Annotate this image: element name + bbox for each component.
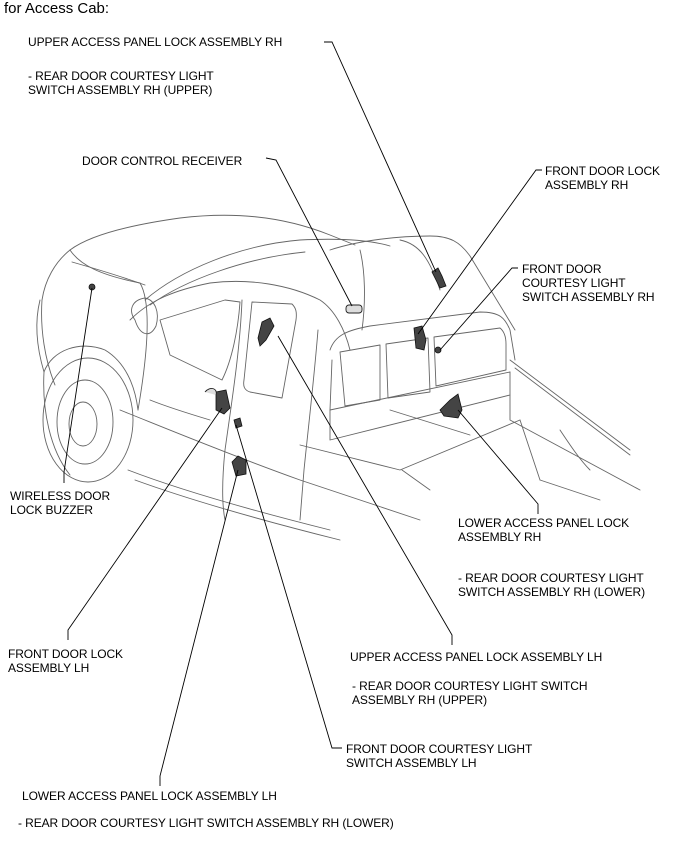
- label-lower-access-panel-lock-lh: LOWER ACCESS PANEL LOCK ASSEMBLY LH: [22, 789, 277, 803]
- leader-courtesy-switch-rh: [439, 267, 518, 351]
- leader-front-door-lock-rh: [417, 169, 542, 335]
- courtesy-switch-rh-part: [434, 346, 442, 354]
- note-upper-access-panel-lock-lh: - REAR DOOR COURTESY LIGHT SWITCH ASSEMB…: [352, 679, 588, 707]
- leader-lower-access-lock-rh: [457, 409, 539, 514]
- label-door-control-receiver: DOOR CONTROL RECEIVER: [82, 154, 243, 168]
- upper-access-lock-lh-part: [257, 317, 275, 347]
- truck-body: [36, 214, 641, 541]
- leader-lower-access-lock-lh: [159, 469, 239, 786]
- door-control-receiver-part: [345, 304, 363, 314]
- leader-upper-access-lock-rh: [324, 41, 437, 273]
- leader-upper-access-lock-lh: [277, 335, 453, 645]
- label-lower-access-panel-lock-rh: LOWER ACCESS PANEL LOCK ASSEMBLY RH: [458, 516, 630, 544]
- parts: [88, 267, 463, 477]
- leader-courtesy-switch-lh: [235, 424, 342, 749]
- lower-access-lock-lh-part: [231, 455, 247, 477]
- leader-door-control-receiver: [265, 157, 353, 307]
- leader-front-door-lock-lh: [67, 407, 223, 640]
- note-lower-access-panel-lock-rh: - REAR DOOR COURTESY LIGHT SWITCH ASSEMB…: [458, 571, 645, 599]
- label-wireless-door-lock-buzzer: WIRELESS DOOR LOCK BUZZER: [10, 489, 111, 517]
- front-door-lock-rh-part: [413, 325, 427, 351]
- front-door-lock-lh-part: [215, 389, 231, 415]
- door-handle-lh: [204, 388, 217, 396]
- label-front-door-lock-lh: FRONT DOOR LOCK ASSEMBLY LH: [8, 647, 123, 675]
- note-upper-access-panel-lock-rh: - REAR DOOR COURTESY LIGHT SWITCH ASSEMB…: [28, 69, 214, 97]
- label-front-door-courtesy-switch-rh: FRONT DOOR COURTESY LIGHT SWITCH ASSEMBL…: [522, 262, 655, 304]
- label-front-door-courtesy-switch-lh: FRONT DOOR COURTESY LIGHT SWITCH ASSEMBL…: [346, 742, 533, 770]
- upper-access-lock-rh-part: [431, 267, 447, 289]
- label-upper-access-panel-lock-rh: UPPER ACCESS PANEL LOCK ASSEMBLY RH: [28, 35, 283, 49]
- diagram-title: for Access Cab:: [4, 0, 110, 17]
- label-front-door-lock-rh: FRONT DOOR LOCK ASSEMBLY RH: [545, 164, 660, 192]
- leader-lines: [63, 41, 542, 786]
- label-upper-access-panel-lock-lh: UPPER ACCESS PANEL LOCK ASSEMBLY LH: [350, 650, 603, 664]
- leader-wireless-buzzer: [63, 287, 93, 483]
- lower-access-lock-rh-part: [439, 393, 463, 419]
- note-lower-access-panel-lock-lh: - REAR DOOR COURTESY LIGHT SWITCH ASSEMB…: [18, 816, 394, 830]
- courtesy-switch-lh-part: [233, 417, 243, 429]
